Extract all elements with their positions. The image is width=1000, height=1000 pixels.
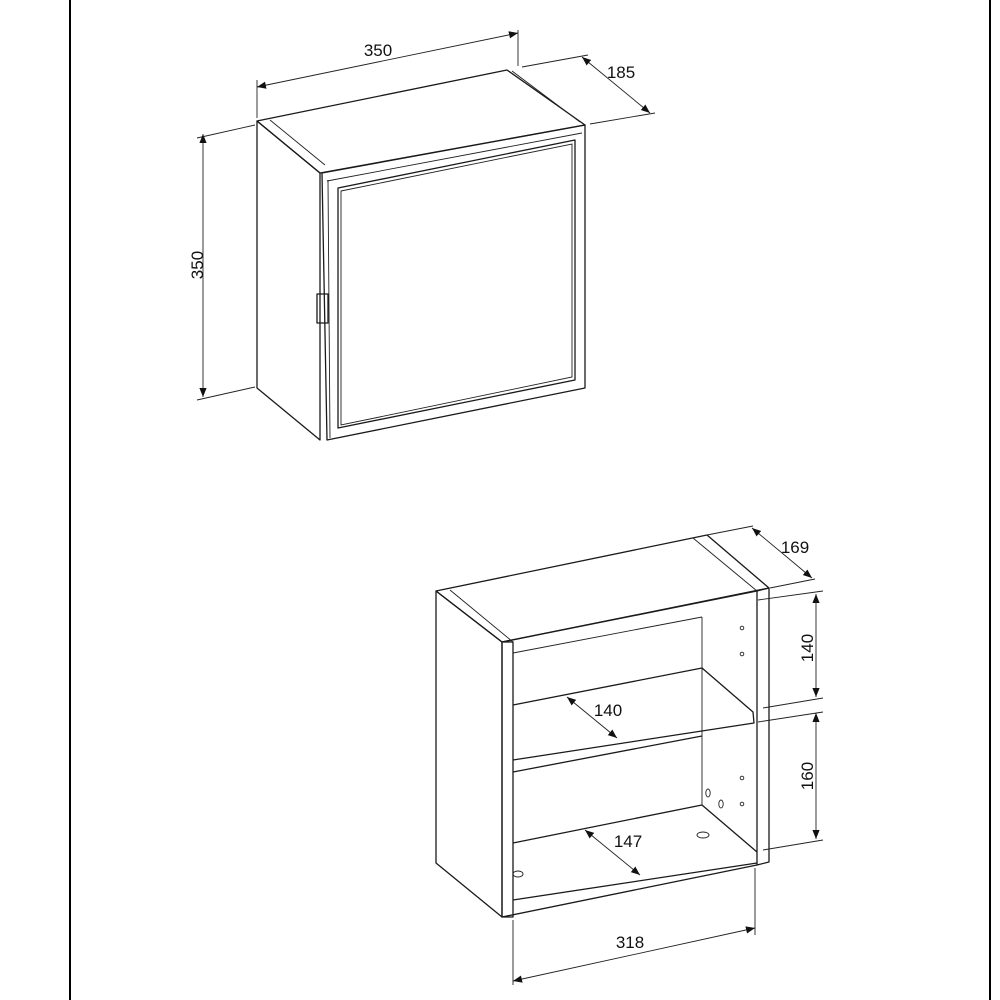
extension-line [196, 386, 256, 401]
top-edge-line [511, 70, 581, 123]
upper-dimensions: 350 185 350 [188, 30, 656, 401]
bottom-depth-label: 147 [614, 832, 642, 851]
shelf-dimensions: 169 140 160 140 147 318 [512, 525, 824, 985]
shelf-depth-label: 140 [594, 701, 622, 720]
depth-dimension-line [751, 527, 813, 579]
width-dimension-line [256, 31, 519, 89]
shelf-pin-hole [739, 651, 745, 657]
bottom-depth-dimension-line [584, 829, 641, 876]
inner-width-dimension-line [512, 926, 756, 983]
door-glass-inner [340, 143, 573, 426]
bottom-panel-front [512, 862, 758, 901]
extension-line [521, 54, 589, 68]
top-edge-line [692, 537, 758, 592]
extension-line [706, 525, 754, 536]
left-front-edge [501, 641, 514, 918]
cabinet-top-panel [256, 69, 586, 174]
bottom-panel-top [512, 804, 758, 853]
extension-line [762, 697, 824, 709]
right-front-edge [756, 587, 770, 866]
middle-shelf-bottom [512, 735, 703, 773]
cabinet-side-panel [256, 120, 321, 441]
middle-shelf-top [512, 667, 755, 761]
shelf-depth-dimension-line [566, 696, 618, 739]
top-inner-edge [512, 616, 703, 654]
door-handle [316, 293, 329, 324]
extension-line [757, 711, 824, 723]
top-edge-line [269, 119, 326, 166]
dowel-hole [718, 799, 724, 809]
shelf-pin-hole [739, 625, 745, 631]
door-glass-panel [337, 139, 576, 429]
dowel-hole [705, 788, 711, 798]
upper-cabinet [256, 69, 586, 441]
extension-line [757, 590, 824, 601]
width-label: 350 [364, 41, 392, 60]
upper-compartment-height-label: 140 [798, 634, 817, 662]
bottom-front-edge [501, 864, 758, 918]
door-top-edge [326, 132, 583, 182]
depth-label: 185 [607, 63, 635, 82]
depth-label: 169 [781, 538, 809, 557]
lower-compartment-height-label: 160 [798, 762, 817, 790]
shelf-side-panel [435, 590, 503, 918]
extension-line [769, 578, 816, 589]
open-shelf-unit [435, 534, 770, 918]
inner-width-label: 318 [616, 933, 644, 952]
depth-dimension-line [581, 56, 651, 114]
shelf-pin-hole [739, 801, 745, 807]
extension-line [762, 839, 824, 851]
door-left-edge [327, 179, 331, 439]
extension-line [196, 124, 256, 139]
shelf-pin-hole [739, 775, 745, 781]
top-edge-line [449, 589, 514, 643]
extension-line [589, 112, 656, 125]
height-label: 350 [188, 251, 207, 279]
dowel-hole [512, 870, 524, 878]
top-front-edge [501, 590, 758, 643]
dowel-hole [696, 831, 710, 839]
shelf-top-panel [435, 534, 770, 643]
cabinet-door [321, 124, 586, 441]
